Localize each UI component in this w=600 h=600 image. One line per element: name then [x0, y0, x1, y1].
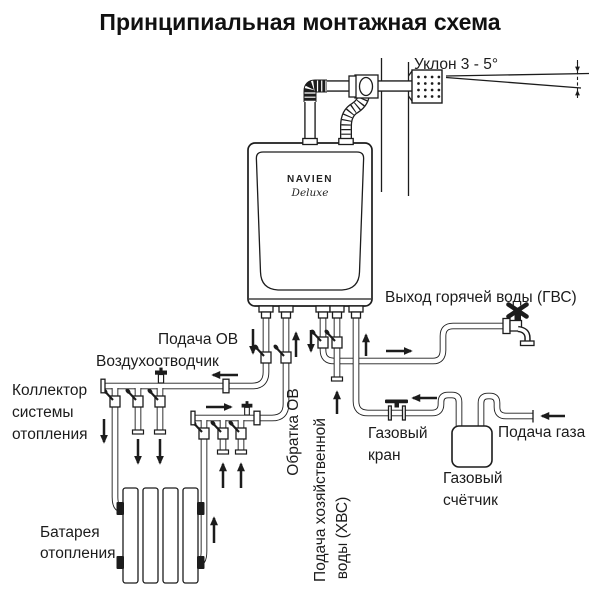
boiler-model: Deluxe: [291, 187, 329, 199]
page-title: Принципиальная монтажная схема: [99, 9, 500, 35]
gas-meter: [451, 425, 493, 468]
label-collector: Коллектор системы отопления: [12, 382, 88, 443]
svg-text:системы: системы: [12, 404, 74, 421]
pipe-open-end: [330, 376, 344, 382]
label-supply-ov: Подача ОВ: [158, 331, 238, 348]
radiator: [116, 487, 205, 584]
svg-text:отопления: отопления: [12, 426, 88, 443]
wall: [380, 58, 410, 196]
svg-text:Газовый: Газовый: [443, 470, 503, 487]
label-return-ov: Обратка ОВ: [285, 388, 302, 475]
return-collector-branches: [197, 420, 245, 567]
pipe-union-icon: [253, 410, 261, 426]
label-dhw-output: Выход горячей воды (ГВС): [385, 289, 577, 306]
svg-text:воды (ХВС): воды (ХВС): [334, 497, 351, 580]
label-gas-meter: Газовый счётчик: [443, 470, 503, 509]
pipe-end-cap: [190, 410, 196, 426]
pipe-open-end: [216, 449, 230, 455]
svg-text:отопления: отопления: [40, 545, 116, 562]
boiler-brand: NAVIEN: [287, 174, 333, 185]
flue-terminal-icon: [407, 69, 443, 104]
boiler-connection-fittings: [258, 305, 364, 319]
svg-text:Газовый: Газовый: [368, 425, 428, 442]
flow-arrows: [100, 329, 565, 543]
svg-text:кран: кран: [368, 447, 401, 464]
svg-text:Коллектор: Коллектор: [12, 382, 87, 399]
dhw-pipe: [319, 316, 507, 365]
faucet-icon: [502, 302, 535, 347]
air-vent-icon: [241, 400, 253, 416]
label-gas-supply: Подача газа: [498, 424, 586, 441]
label-slope: Уклон 3 - 5°: [414, 56, 498, 73]
pipe-open-end: [153, 429, 167, 435]
svg-text:Подача хозяйственной: Подача хозяйственной: [312, 418, 329, 582]
pipe-open-end: [234, 449, 248, 455]
flue-wall-adapter: [348, 74, 379, 99]
label-radiator: Батарея отопления: [40, 524, 116, 562]
svg-text:счётчик: счётчик: [443, 492, 498, 509]
pipe-open-end: [131, 429, 145, 435]
gas-pipe: [352, 316, 534, 428]
heating-supply-pipe: [103, 316, 270, 390]
pipe-end-cap: [100, 378, 106, 394]
boiler: NAVIEN Deluxe: [247, 142, 373, 307]
pipe-union-icon: [222, 378, 230, 394]
slope-indicator: [445, 60, 590, 99]
label-gas-valve: Газовый кран: [368, 425, 428, 464]
svg-text:Батарея: Батарея: [40, 524, 100, 541]
heating-return-pipe: [193, 316, 290, 422]
boiler-top-port-collars: [302, 137, 354, 146]
label-cold-water: Подача хозяйственной воды (ХВС): [312, 418, 351, 582]
gas-valve-icon: [385, 399, 408, 421]
label-air-vent: Воздухоотводчик: [96, 353, 219, 370]
